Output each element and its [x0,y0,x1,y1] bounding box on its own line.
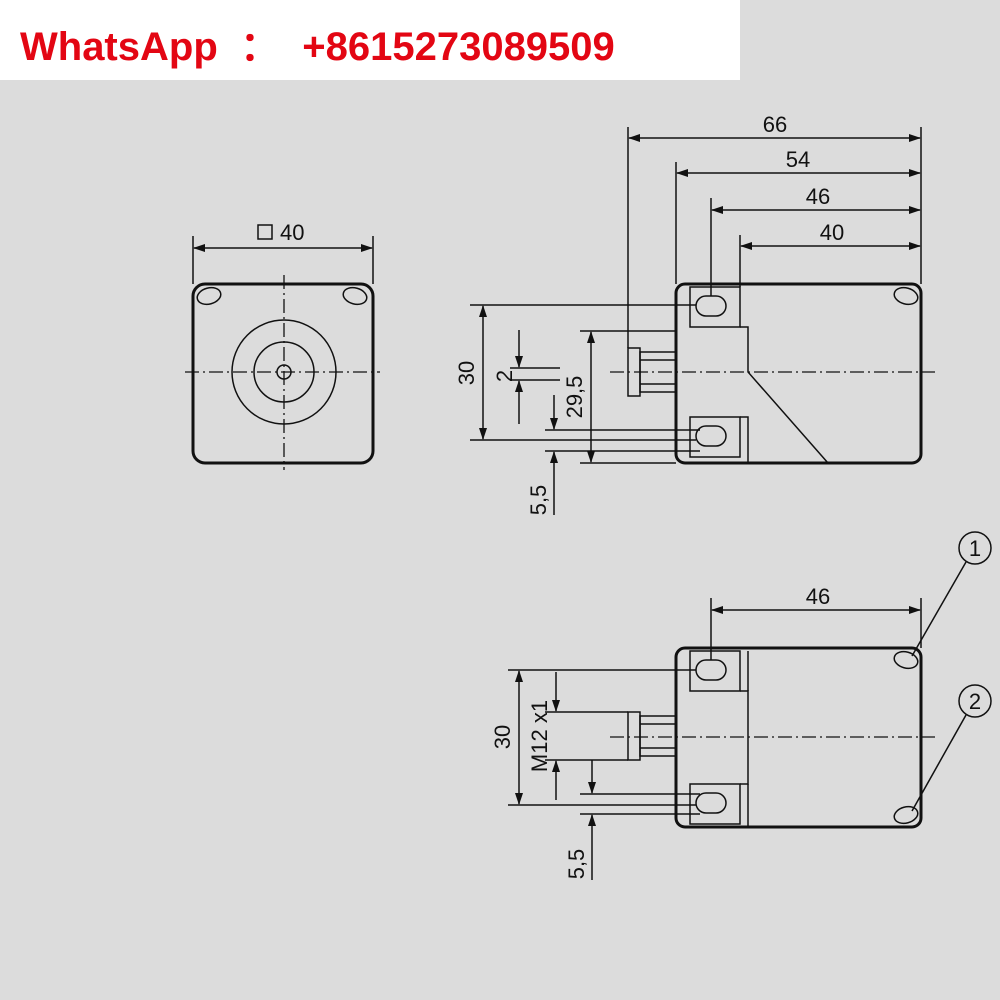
front-mount-hole-left [196,286,222,306]
side1-mount-hole [893,286,919,306]
whatsapp-label: WhatsApp [20,25,218,69]
contact-banner-text: WhatsApp ： +8615273089509 [20,14,615,72]
dimension-54-label: 54 [786,147,810,172]
side-view-1: 66 54 46 40 30 2 29,5 5,5 [454,112,935,515]
separator: ： [240,25,280,69]
front-view: 40 [185,220,380,470]
side2-dimension-46-label: 46 [806,584,830,609]
callout-1-leader [911,561,967,657]
front-width-label: 40 [280,220,304,245]
dimension-29-5-label: 29,5 [562,376,587,419]
front-body-outline [191,282,375,465]
phone-number: +8615273089509 [302,25,615,69]
side2-connector-nut [627,711,641,761]
side1-slot-top [689,286,741,328]
dimension-2-label: 2 [492,370,517,382]
side2-dimension-5-5-label: 5,5 [564,849,589,880]
callout-1-circle [958,531,992,565]
side1-slot-bottom [689,416,741,458]
dimension-46-label: 46 [806,184,830,209]
callout-2-circle [958,684,992,718]
side2-dimension-30-label: 30 [490,725,515,749]
callout-1-label: 1 [969,536,981,561]
side2-slot-bottom [689,783,741,825]
dimension-30-label: 30 [454,361,479,385]
dimension-5-5-label: 5,5 [526,485,551,516]
square-symbol [257,224,273,240]
callout-2-label: 2 [969,689,981,714]
side1-body-outline [674,282,923,465]
side2-mount-hole-bottom [893,805,919,825]
dimension-40-label: 40 [820,220,844,245]
side2-slot-top [689,650,741,692]
side1-slot-hole-bottom [695,425,727,447]
callout-2-leader [911,714,967,812]
contact-banner: WhatsApp ： +8615273089509 [0,0,740,80]
side1-chamfer [740,326,829,464]
thread-dimension-label: M12 x1 [527,700,552,772]
side2-connector-body [639,715,677,757]
side-view-2: 46 30 M12 x1 5,5 1 2 [490,531,992,880]
dimension-66-label: 66 [763,112,787,137]
front-mount-hole-right [342,286,368,306]
side2-mount-hole-top [893,650,919,670]
side1-slot-hole-top [695,295,727,317]
